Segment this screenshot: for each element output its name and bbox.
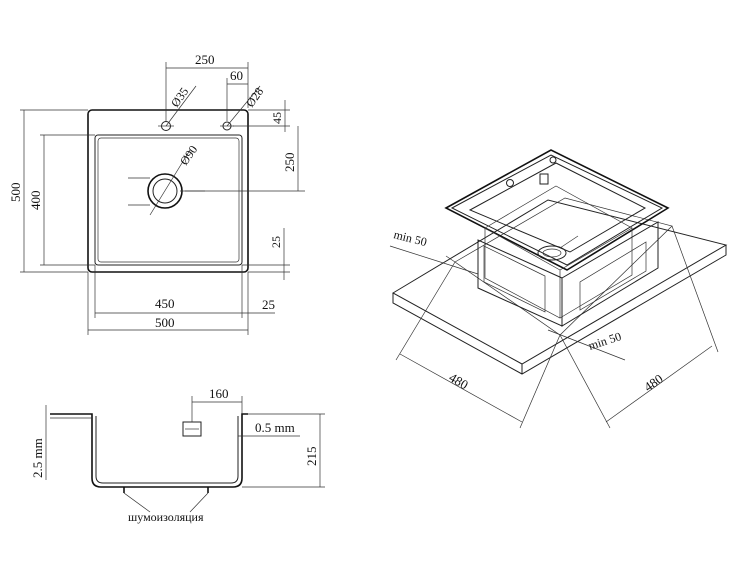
dim-label-480-left: 480 (447, 370, 471, 393)
dim-label-25-right: 25 (269, 236, 283, 248)
countertop-cutout (454, 197, 673, 336)
dim-label-45: 45 (270, 112, 284, 124)
iso-drain (537, 245, 567, 261)
sink-side-profile (50, 413, 248, 488)
iso-tap-hole-1 (506, 179, 514, 187)
dim-label-400-left: 400 (28, 191, 43, 211)
dim-label-480-right: 480 (641, 371, 666, 394)
dim-label-160: 160 (209, 386, 229, 401)
iso-view: min 50 min 50 480 480 (389, 149, 728, 429)
dim-label-2-5mm: 2.5 mm (30, 438, 45, 478)
top-view: 250 60 Ø35 Ø28 45 250 Ø90 25 500 400 (8, 52, 305, 335)
insulation-label: шумоизоляция (128, 510, 204, 524)
dim-label-d90: Ø90 (177, 143, 200, 168)
dim-label-500-bottom: 500 (155, 315, 175, 330)
dim-label-0-5mm: 0.5 mm (255, 420, 295, 435)
iso-tap-hole-2 (549, 156, 557, 164)
sink-wall-right (561, 221, 659, 327)
sink-rim-outer (444, 149, 670, 271)
side-view: 160 0.5 mm 2.5 mm 215 шумоизоляция (30, 386, 325, 524)
dim-label-215: 215 (304, 447, 319, 467)
dim-label-250-right: 250 (282, 153, 297, 173)
sink-wall-left (477, 239, 563, 327)
dim-label-500-left: 500 (8, 183, 23, 203)
sink-bowl-inner-line (97, 137, 240, 263)
sink-bowl-outline (94, 134, 243, 266)
dim-label-d28: Ø28 (243, 85, 266, 110)
iso-overflow (539, 173, 549, 185)
countertop-edge (392, 245, 727, 375)
drain-hole-inner (152, 178, 178, 204)
dim-label-d35: Ø35 (168, 85, 191, 110)
dim-label-450: 450 (155, 296, 175, 311)
dim-label-min50-left: min 50 (392, 227, 428, 249)
dim-label-25-bottom: 25 (262, 297, 275, 312)
dim-label-250-top: 250 (195, 52, 215, 67)
dim-label-60: 60 (230, 68, 243, 83)
sink-bowl-opening (468, 162, 647, 253)
